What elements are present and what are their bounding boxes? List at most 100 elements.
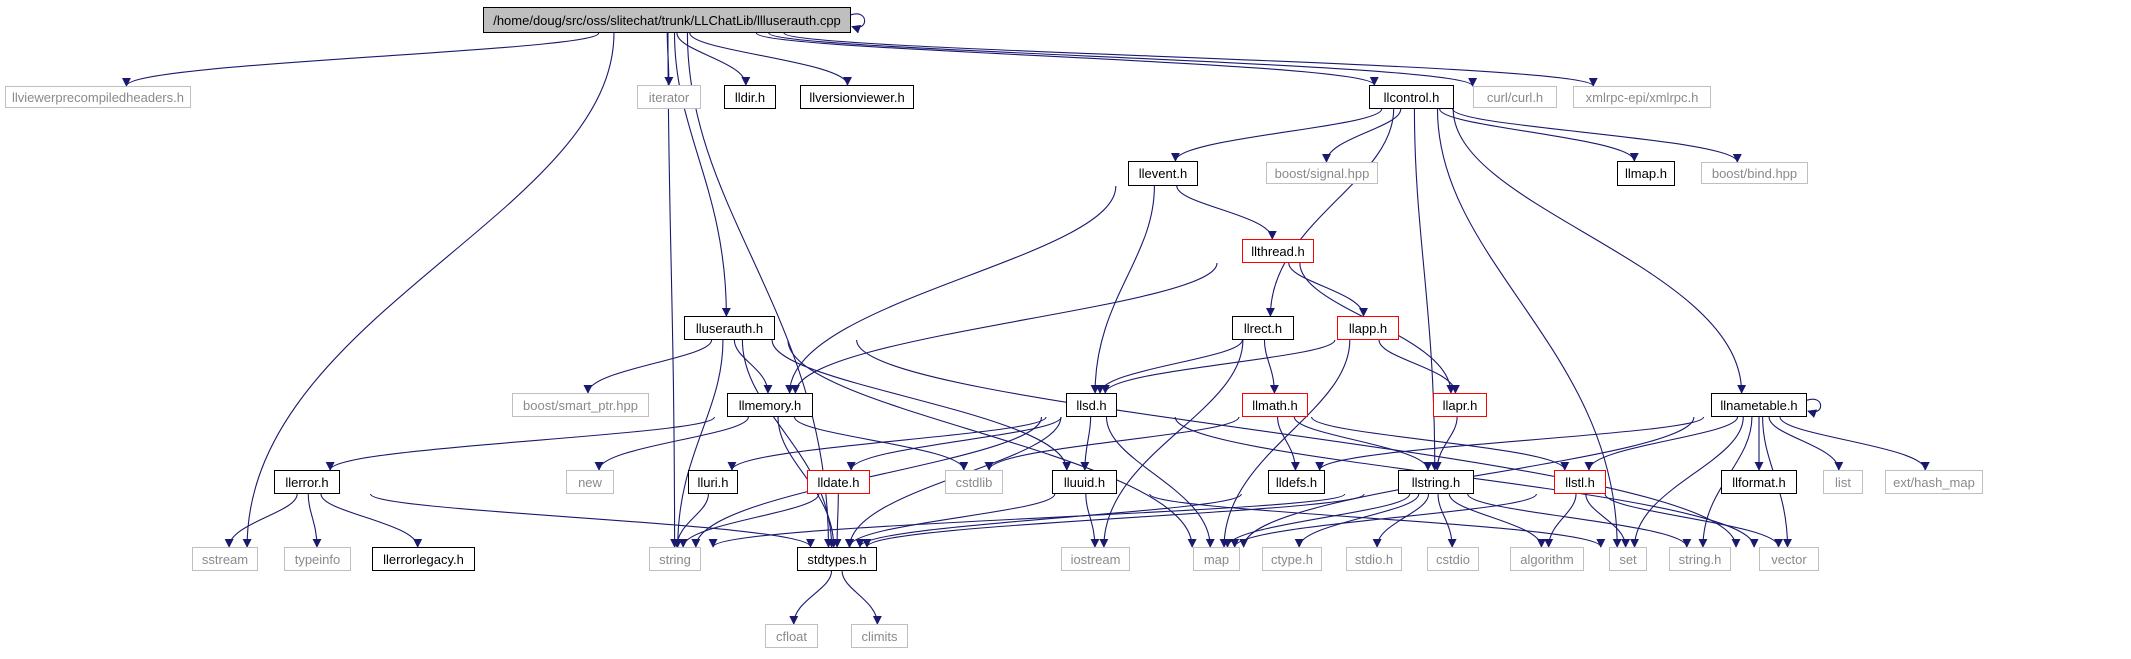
node-llstring[interactable]: llstring.h [1398, 470, 1474, 494]
edge-lldefs-to-stdtypes [855, 493, 1242, 548]
edge-llerror-to-sstream [224, 493, 298, 548]
node-map[interactable]: map [1193, 547, 1240, 571]
node-set[interactable]: set [1609, 547, 1647, 571]
node-llerror[interactable]: llerror.h [274, 470, 340, 494]
node-llmap[interactable]: llmap.h [1617, 161, 1675, 186]
node-root-file[interactable]: /home/doug/src/oss/slitechat/trunk/LLCha… [483, 7, 851, 33]
edge-llmemory-to-stdtypes [777, 416, 839, 548]
node-label: llerrorlegacy.h [383, 551, 464, 567]
node-new[interactable]: new [566, 470, 614, 494]
node-stdtypes[interactable]: stdtypes.h [797, 547, 877, 571]
edge-stdtypes-to-cfloat [789, 570, 833, 625]
edge-llcontrol-to-llevent [1171, 108, 1383, 162]
edge-root-to-root [850, 13, 866, 34]
edge-llmath-to-lldefs [1277, 416, 1300, 471]
edge-llapr-to-llstring [1432, 416, 1458, 471]
node-cstdio[interactable]: cstdio [1427, 547, 1479, 571]
node-algorithm[interactable]: algorithm [1510, 547, 1584, 571]
node-ext-hash-map[interactable]: ext/hash_map [1885, 470, 1983, 494]
node-llapr[interactable]: llapr.h [1433, 393, 1487, 417]
edge-lluuid-to-set [1149, 493, 1606, 548]
node-label: boost/smart_ptr.hpp [523, 397, 638, 413]
node-llnametable[interactable]: llnametable.h [1711, 393, 1807, 417]
node-vector[interactable]: vector [1759, 547, 1819, 571]
node-iostream[interactable]: iostream [1061, 547, 1130, 571]
edge-root-to-sstream [242, 32, 615, 548]
edge-lluserauth-to-lluuid [771, 339, 1072, 471]
node-llstl[interactable]: llstl.h [1554, 470, 1606, 494]
node-label: lldefs.h [1275, 474, 1318, 490]
node-cfloat[interactable]: cfloat [765, 624, 818, 648]
node-llformat[interactable]: llformat.h [1721, 470, 1797, 494]
edge-lluuid-to-iostream [1085, 493, 1100, 548]
edge-lldate-to-string [678, 493, 820, 548]
node-llsd[interactable]: llsd.h [1066, 393, 1117, 417]
node-boost-smart-ptr[interactable]: boost/smart_ptr.hpp [512, 393, 649, 417]
node-cstdlib[interactable]: cstdlib [945, 470, 1003, 494]
edge-llevent-to-llthread [1176, 185, 1277, 240]
node-boost-bind[interactable]: boost/bind.hpp [1701, 162, 1808, 184]
node-stdio[interactable]: stdio.h [1346, 547, 1402, 571]
edge-lluserauth-to-llmemory [733, 339, 773, 394]
edge-root-to-llcontrol [755, 32, 1379, 86]
node-llcontrol[interactable]: llcontrol.h [1369, 85, 1454, 109]
edge-llcontrol-to-llrect [1265, 108, 1395, 317]
node-llversionviewer[interactable]: llversionviewer.h [800, 85, 914, 109]
node-label: vector [1771, 551, 1807, 567]
node-label: lldir.h [734, 89, 766, 105]
node-label: lluserauth.h [695, 320, 764, 336]
node-xmlrpc[interactable]: xmlrpc-epi/xmlrpc.h [1573, 86, 1711, 108]
node-lldate[interactable]: lldate.h [807, 470, 870, 494]
node-llmath[interactable]: llmath.h [1242, 393, 1308, 417]
node-ctype[interactable]: ctype.h [1262, 547, 1322, 571]
node-lldir[interactable]: lldir.h [724, 85, 776, 109]
node-climits[interactable]: climits [851, 624, 908, 648]
node-label: stdio.h [1354, 551, 1394, 567]
edge-llmath-to-llstring [1293, 416, 1433, 471]
edge-llstl-to-map [1230, 493, 1537, 548]
node-label: llapr.h [1442, 397, 1478, 413]
node-label: cfloat [775, 628, 808, 644]
edge-stdtypes-to-climits [841, 570, 882, 625]
edge-lldate-to-stdtypes [832, 493, 842, 548]
node-llevent[interactable]: llevent.h [1128, 161, 1198, 186]
edge-llapp-to-map [1219, 339, 1351, 548]
edge-llstring-to-cstdio [1437, 493, 1457, 548]
node-label: algorithm [1520, 551, 1574, 567]
edge-llstring-to-map [1223, 493, 1411, 548]
edge-root-to-string [667, 32, 680, 548]
node-llapp[interactable]: llapp.h [1337, 316, 1399, 340]
node-boost-signal[interactable]: boost/signal.hpp [1266, 162, 1378, 184]
node-sstream[interactable]: sstream [192, 547, 258, 571]
node-llrect[interactable]: llrect.h [1232, 316, 1294, 340]
edge-llstring-to-string [708, 493, 1346, 548]
node-label: iostream [1070, 551, 1121, 567]
node-string-h[interactable]: string.h [1669, 547, 1731, 571]
node-llviewerprecompiledheaders[interactable]: llviewerprecompiledheaders.h [5, 86, 191, 108]
node-lldefs[interactable]: lldefs.h [1268, 470, 1325, 494]
edge-llcontrol-to-boost_bind [1452, 108, 1742, 163]
node-label: iterator [648, 89, 690, 105]
node-label: lluri.h [697, 474, 729, 490]
node-llmemory[interactable]: llmemory.h [727, 393, 813, 417]
node-label: llmap.h [1625, 166, 1667, 181]
edge-llapp-to-llapr [1378, 339, 1460, 394]
node-label: lluuid.h [1063, 474, 1106, 490]
edge-llstl-to-vector [1604, 493, 1783, 548]
node-label: climits [861, 628, 898, 644]
node-curl[interactable]: curl/curl.h [1473, 86, 1557, 108]
edge-llnametable-to-ext_hash_map [1779, 416, 1930, 471]
node-iterator[interactable]: iterator [637, 85, 701, 109]
node-llthread[interactable]: llthread.h [1242, 239, 1314, 263]
node-lluserauth[interactable]: lluserauth.h [684, 316, 775, 340]
node-typeinfo[interactable]: typeinfo [284, 547, 351, 571]
edge-lluserauth-to-vector [856, 339, 1741, 548]
node-label: ext/hash_map [1893, 474, 1975, 490]
node-list[interactable]: list [1823, 470, 1863, 494]
node-label: llmath.h [1252, 397, 1298, 413]
node-llerrorlegacy[interactable]: llerrorlegacy.h [372, 547, 475, 571]
node-lluri[interactable]: lluri.h [688, 470, 738, 494]
node-string[interactable]: string [649, 547, 701, 571]
edge-llcontrol-to-llnametable [1452, 108, 1747, 394]
node-lluuid[interactable]: lluuid.h [1052, 470, 1117, 494]
